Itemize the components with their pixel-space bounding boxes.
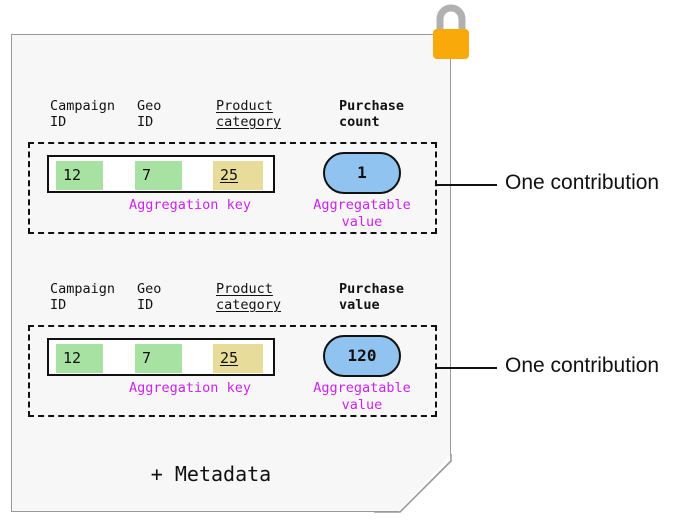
key-cell-geo-id: 7 — [135, 344, 182, 373]
column-header-row: Campaign ID Geo ID Product category Purc… — [28, 98, 437, 142]
column-header-geo-id: Geo ID — [137, 98, 162, 130]
key-cell-geo-id: 7 — [135, 161, 182, 190]
contribution-row: Campaign ID Geo ID Product category Purc… — [28, 281, 437, 417]
aggregatable-value-label: Aggregatable value — [313, 197, 411, 230]
column-header-product-category: Product category — [216, 281, 282, 313]
aggregation-key-box: 12 7 25 — [47, 155, 275, 193]
aggregatable-value-bubble: 120 — [323, 335, 401, 377]
metadata-label: + Metadata — [150, 462, 272, 486]
aggregatable-value-label: Aggregatable value — [313, 380, 411, 413]
key-cell-campaign-id: 12 — [56, 161, 103, 190]
callout-leader-line — [437, 367, 497, 369]
key-cell-value: 7 — [142, 349, 152, 367]
aggregation-key-label: Aggregation key — [129, 197, 251, 213]
callout-leader-line — [437, 184, 497, 186]
callout-label: One contribution — [505, 354, 660, 377]
aggregation-key-label: Aggregation key — [129, 380, 251, 396]
column-header-geo-id: Geo ID — [137, 281, 162, 313]
key-cell-value: 7 — [142, 166, 152, 184]
contribution-row: Campaign ID Geo ID Product category Purc… — [28, 98, 437, 234]
aggregatable-value-bubble: 1 — [323, 152, 401, 194]
aggregation-key-box: 12 7 25 — [47, 338, 275, 376]
key-cell-product-category: 25 — [213, 344, 263, 373]
key-cell-value: 25 — [220, 349, 239, 367]
callout-label: One contribution — [505, 171, 660, 194]
contribution-boundary: 12 7 25 Aggregation key 1 Aggregatable v… — [28, 142, 437, 234]
column-header-metric: Purchase value — [339, 281, 405, 313]
column-header-row: Campaign ID Geo ID Product category Purc… — [28, 281, 437, 325]
column-header-campaign-id: Campaign ID — [50, 281, 116, 313]
column-header-product-category: Product category — [216, 98, 282, 130]
key-cell-product-category: 25 — [213, 161, 263, 190]
key-cell-value: 25 — [220, 166, 239, 184]
key-cell-value: 12 — [63, 349, 82, 367]
key-cell-campaign-id: 12 — [56, 344, 103, 373]
key-cell-value: 12 — [63, 166, 82, 184]
column-header-campaign-id: Campaign ID — [50, 98, 116, 130]
column-header-metric: Purchase count — [339, 98, 405, 130]
lock-icon — [433, 4, 469, 59]
contribution-boundary: 12 7 25 Aggregation key 120 Aggregatable… — [28, 325, 437, 417]
encrypted-payload-document — [11, 34, 451, 512]
